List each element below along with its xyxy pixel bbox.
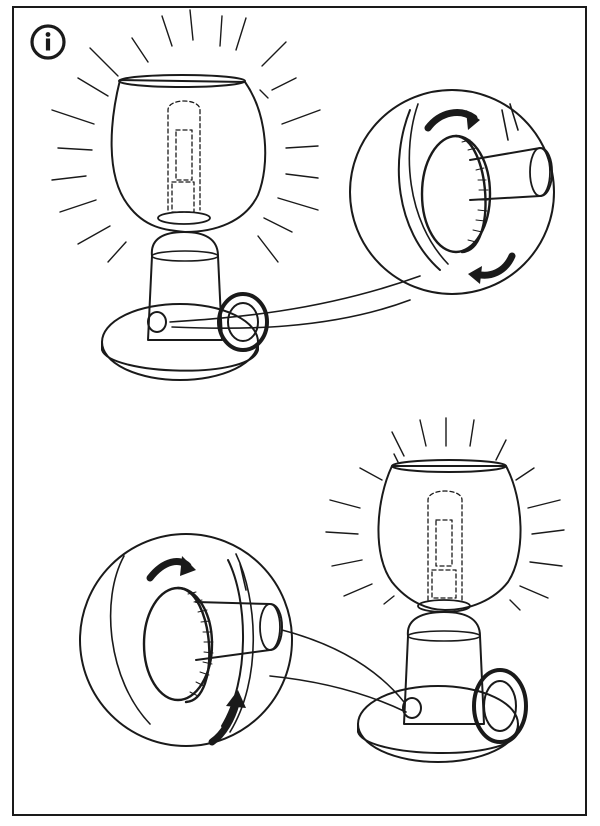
page-frame xyxy=(12,6,587,816)
cord-ring-top xyxy=(217,292,269,352)
light-rays-bottom xyxy=(325,417,565,611)
shade-rim-bottom xyxy=(391,459,507,473)
bulb-bottom xyxy=(427,490,463,601)
light-rays-top xyxy=(51,9,321,263)
rotate-arrow-bottom-lower xyxy=(208,700,240,746)
cord-ring-bottom xyxy=(472,668,528,744)
knob-knurling-bottom xyxy=(187,591,214,697)
detail-knob-bottom xyxy=(142,586,214,702)
knob-bottom xyxy=(402,697,422,719)
knob-top xyxy=(147,311,167,333)
glass-shade-bottom xyxy=(377,465,522,611)
bulb-top xyxy=(167,100,201,213)
glass-shade-top xyxy=(110,79,267,233)
lamp-body-bottom xyxy=(403,611,485,725)
detail-circle-top xyxy=(349,89,555,295)
lamp-base-top xyxy=(101,303,259,381)
lamp-body-top xyxy=(147,231,223,341)
knob-knurling-top xyxy=(461,139,489,243)
info-icon xyxy=(30,24,66,60)
rotate-arrow-top-lower xyxy=(472,252,516,279)
shade-rim-top xyxy=(118,74,246,88)
panel-top xyxy=(51,9,555,381)
detail-circle-bottom xyxy=(79,533,293,747)
panel-bottom xyxy=(79,417,565,763)
